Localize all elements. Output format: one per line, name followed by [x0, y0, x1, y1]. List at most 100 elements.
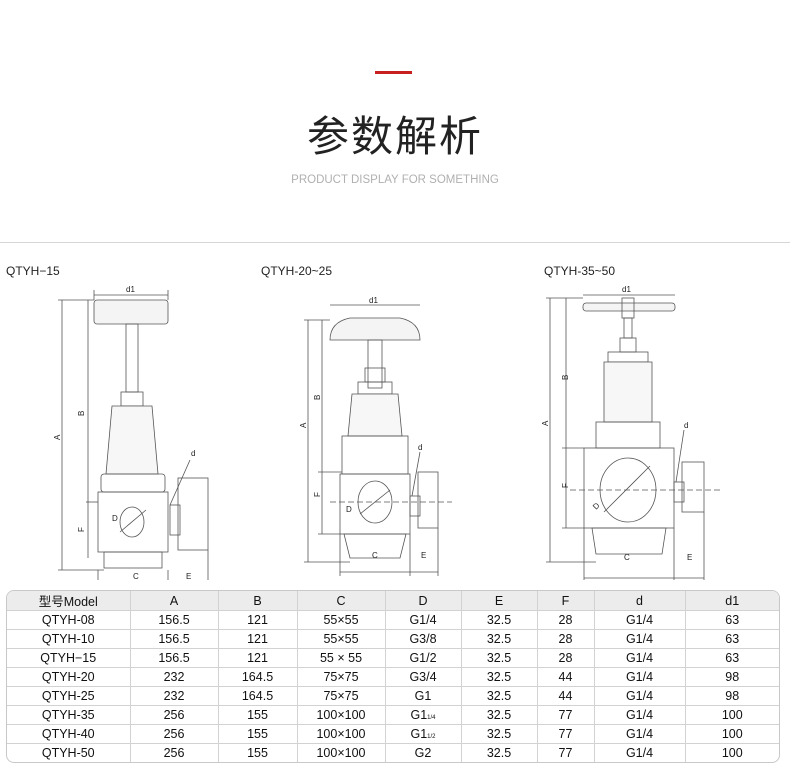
table-cell: 32.5	[461, 648, 538, 668]
cell-value: 121	[247, 613, 268, 627]
column-header: 型号Model	[7, 591, 131, 611]
dim-d-port: D	[112, 514, 118, 523]
column-header: E	[461, 591, 538, 611]
table-cell: 232	[130, 667, 219, 687]
table-cell: G1/4	[594, 648, 686, 668]
table-cell: 156.5	[130, 648, 219, 668]
accent-bar	[375, 71, 412, 74]
table-cell: 121	[218, 629, 298, 649]
table-cell: G1/4	[594, 667, 686, 687]
table-cell: 32.5	[461, 629, 538, 649]
cell-value: G1/4	[625, 727, 654, 741]
table-cell: 98	[685, 686, 779, 706]
cell-value: 232	[163, 670, 185, 684]
cell-value: G1/4	[625, 632, 654, 646]
cell-subscript: 1/4	[427, 715, 436, 721]
cell-value: G1/4	[625, 708, 654, 722]
cell-value: 32.5	[486, 632, 512, 646]
table-cell: G2	[385, 743, 462, 762]
table-cell: 77	[537, 724, 595, 744]
table-cell: 44	[537, 667, 595, 687]
cell-value: 77	[558, 727, 573, 741]
table-cell: 75×75	[297, 686, 386, 706]
table-cell: 32.5	[461, 724, 538, 744]
cell-value: G1/4	[625, 651, 654, 665]
table-cell: 28	[537, 610, 595, 630]
table-cell: QTYH-08	[7, 610, 131, 630]
cell-value: 63	[725, 613, 740, 627]
cell-value: QTYH-10	[41, 632, 95, 646]
valve-drawings: d1 B A F C E d D d1 B	[53, 285, 720, 580]
cell-value: 100×100	[316, 708, 366, 722]
cell-value: 44	[558, 689, 573, 703]
cell-value: G1/4	[409, 613, 437, 627]
table-cell: G1/4	[385, 610, 462, 630]
cell-value: QTYH-50	[41, 746, 95, 760]
dim-d: d	[191, 449, 195, 458]
table-cell: G11/4	[385, 705, 462, 725]
table-cell: QTYH-10	[7, 629, 131, 649]
page-subtitle: PRODUCT DISPLAY FOR SOMETHING	[291, 174, 499, 186]
cell-value: 98	[725, 670, 740, 684]
table-cell: G3/8	[385, 629, 462, 649]
table-cell: G1/4	[594, 610, 686, 630]
cell-value: 55×55	[323, 613, 359, 627]
table-cell: G11/2	[385, 724, 462, 744]
table-cell: G1/4	[594, 705, 686, 725]
cell-value: 100×100	[316, 727, 366, 741]
table-cell: 55×55	[297, 629, 386, 649]
drawing-qtyh-35-50: d1 B A F C E d D	[541, 285, 720, 580]
table-cell: G1/4	[594, 724, 686, 744]
cell-value: 32.5	[486, 746, 512, 760]
dim-e: E	[687, 553, 692, 562]
cell-value: 256	[163, 708, 185, 722]
table-cell: 63	[685, 629, 779, 649]
table-cell: 32.5	[461, 743, 538, 762]
dim-a: A	[299, 422, 308, 428]
cell-value: 32.5	[486, 670, 512, 684]
cell-value: 164.5	[241, 689, 274, 703]
cell-value: 155	[247, 708, 268, 722]
cell-value: 156.5	[158, 651, 190, 665]
cell-value: G1	[410, 727, 428, 741]
cell-value: G3/4	[409, 670, 437, 684]
drawing-qtyh-20-25: d1 B A F C E d D	[299, 296, 452, 576]
dim-b: B	[313, 395, 322, 400]
cell-value: 256	[163, 727, 185, 741]
dim-b: B	[77, 411, 86, 416]
cell-value: 121	[247, 651, 268, 665]
dim-f: F	[313, 492, 322, 497]
dim-a: A	[541, 420, 550, 426]
table-cell: 256	[130, 743, 219, 762]
column-header: D	[385, 591, 462, 611]
dim-d1: d1	[126, 285, 135, 294]
cell-value: 256	[163, 746, 185, 760]
table-cell: 155	[218, 743, 298, 762]
table-cell: 32.5	[461, 667, 538, 687]
cell-value: 63	[725, 632, 740, 646]
dim-e: E	[186, 572, 191, 580]
table-cell: 100×100	[297, 743, 386, 762]
cell-value: G2	[414, 746, 432, 760]
table-cell: 77	[537, 743, 595, 762]
cell-value: 156.5	[158, 613, 190, 627]
cell-value: 155	[247, 746, 268, 760]
table-cell: 121	[218, 610, 298, 630]
cell-value: 156.5	[158, 632, 190, 646]
cell-value: G1/4	[625, 670, 654, 684]
table-cell: 256	[130, 705, 219, 725]
table-cell: 75×75	[297, 667, 386, 687]
dim-f: F	[561, 483, 570, 488]
cell-value: 28	[558, 632, 573, 646]
column-header: B	[218, 591, 298, 611]
table-cell: QTYH-40	[7, 724, 131, 744]
cell-value: G1/4	[625, 746, 654, 760]
dim-d1: d1	[622, 285, 631, 294]
cell-value: 28	[558, 613, 573, 627]
